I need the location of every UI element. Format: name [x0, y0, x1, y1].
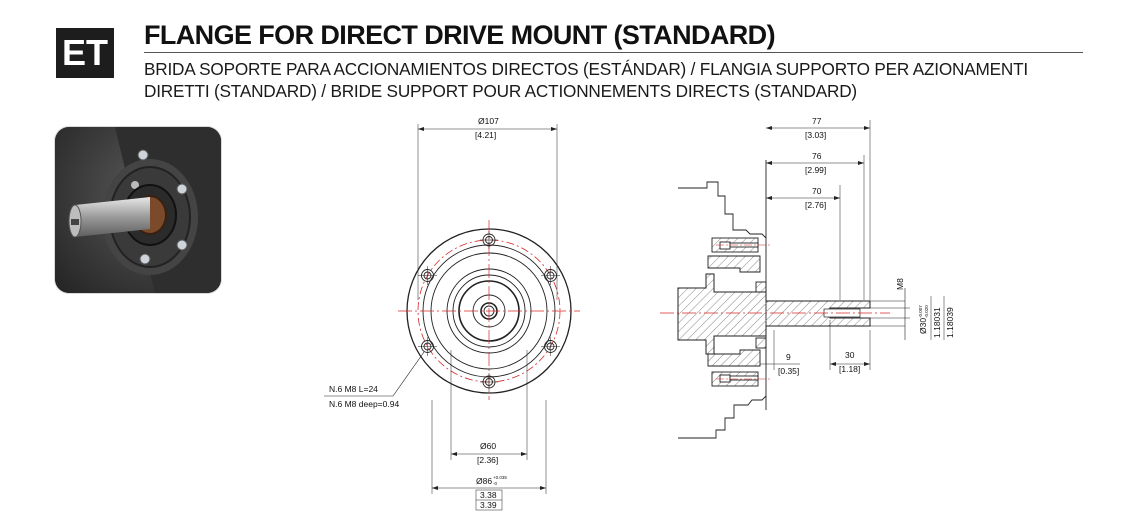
shaft-diameter: Ø30 — [918, 318, 928, 334]
product-photo — [55, 127, 221, 293]
dim-dia-86-tol-lower: -0 — [493, 481, 497, 486]
shaft-inch-upper: 1.18031 — [932, 307, 942, 338]
dim-30: 30 — [845, 350, 855, 360]
dim-77: 77 — [812, 116, 822, 126]
dim-dia-86-inch-upper: 3.38 — [480, 490, 497, 500]
dim-70-inch: [2.76] — [805, 200, 826, 210]
thread-m8: M8 — [895, 278, 905, 290]
dim-76: 76 — [812, 151, 822, 161]
section-badge: ET — [56, 28, 114, 78]
dim-30-inch: [1.18] — [839, 364, 860, 374]
dim-76-inch: [2.99] — [805, 165, 826, 175]
shaft-tol-upper: -0.007 — [918, 305, 923, 318]
holes-note-2: N.6 M8 deep=0.94 — [329, 399, 399, 409]
dim-70: 70 — [812, 186, 822, 196]
dim-dia-107: Ø107 — [478, 116, 499, 126]
subtitle-line-2: DIRETTI (STANDARD) / BRIDE SUPPORT POUR … — [144, 81, 857, 101]
dim-9: 9 — [786, 352, 791, 362]
dim-9-inch: [0.35] — [778, 366, 799, 376]
dim-dia-60-inch: [2.36] — [477, 455, 498, 465]
front-view — [324, 124, 580, 494]
dim-dia-86-tol-upper: +0.035 — [493, 475, 507, 480]
page-subtitle: BRIDA SOPORTE PARA ACCIONAMIENTOS DIRECT… — [144, 58, 1104, 102]
page-title: FLANGE FOR DIRECT DRIVE MOUNT (STANDARD) — [144, 20, 776, 50]
side-view — [660, 120, 945, 439]
dim-77-inch: [3.03] — [805, 130, 826, 140]
subtitle-line-1: BRIDA SOPORTE PARA ACCIONAMIENTOS DIRECT… — [144, 59, 1028, 79]
title-divider — [144, 52, 1083, 53]
dim-dia-86: Ø86 — [476, 476, 492, 486]
dim-dia-60: Ø60 — [480, 441, 496, 451]
shaft-tol-lower: -0.020 — [924, 305, 929, 318]
holes-note-1: N.6 M8 L=24 — [329, 384, 378, 394]
dim-dia-86-inch-box: 3.38 3.39 — [475, 489, 503, 511]
shaft-inch-lower: 1.18039 — [945, 307, 955, 338]
dim-dia-107-inch: [4.21] — [475, 130, 496, 140]
dim-dia-86-inch-lower: 3.39 — [480, 500, 497, 510]
